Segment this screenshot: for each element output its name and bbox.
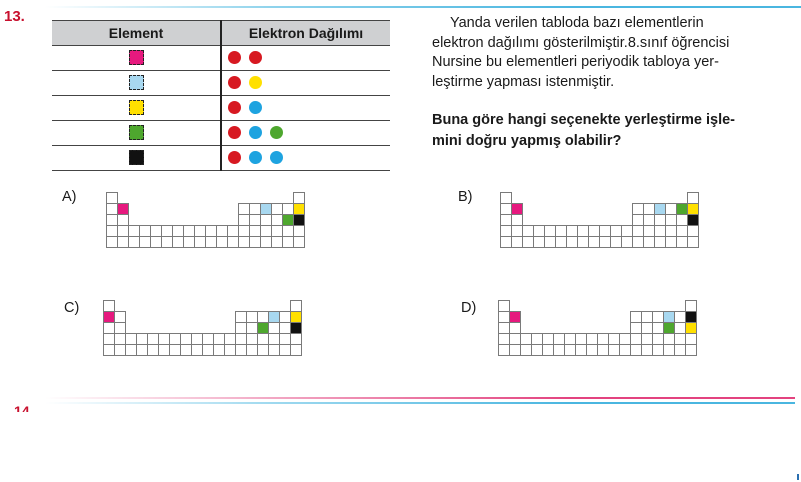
distribution-cell [220,70,390,96]
table-row [52,45,390,71]
table-header-distribution: Elektron Dağılımı [220,20,390,46]
option-d-label[interactable]: D) [461,300,477,316]
option-c-periodic-table[interactable] [103,300,302,356]
distribution-cell [220,95,390,121]
intro-line: leştirme yapması istenmiştir. [432,73,615,90]
electron-dot [228,126,241,140]
electron-dot [249,76,262,90]
element-cell [52,45,221,71]
table-cell [290,344,302,356]
element-swatch [128,100,144,116]
question-text: Buna göre hangi seçenekte yerleştirme iş… [432,110,792,152]
electron-dot [228,101,241,115]
intro-text: Yanda verilen tabloda bazı elementlerin … [432,14,792,92]
table-row [52,120,390,146]
bottom-divider-blue [45,402,795,404]
element-cell [52,145,221,171]
distribution-cell [220,45,390,71]
bottom-divider-pink [45,397,795,399]
intro-line: elektron dağılımı gösterilmiştir.8.sınıf… [432,34,730,51]
element-swatch [128,150,144,166]
electron-dot [249,101,262,115]
element-cell [52,120,221,146]
element-cell [52,95,221,121]
electron-dot [249,151,262,165]
top-divider [45,6,801,8]
question-number: 13. [4,8,25,25]
option-d-periodic-table[interactable] [498,300,697,356]
element-swatch [128,50,144,66]
table-header-element: Element [52,20,221,46]
intro-line: Yanda verilen tabloda bazı elementlerin [450,15,704,31]
question-line: mini doğru yapmış olabilir? [432,133,622,149]
option-b-label[interactable]: B) [458,189,473,205]
next-question-number: 14 [14,404,30,412]
element-swatch [128,75,144,91]
electron-table: Element Elektron Dağılımı [52,20,390,171]
option-a-label[interactable]: A) [62,189,77,205]
electron-dot [249,51,262,65]
table-cell [685,344,697,356]
electron-dot [270,151,283,165]
option-c-label[interactable]: C) [64,300,80,316]
electron-dot [270,126,283,140]
electron-dot [228,151,241,165]
table-cell [687,236,699,248]
element-cell [52,70,221,96]
table-row [52,70,390,96]
electron-dot [228,76,241,90]
question-line: Buna göre hangi seçenekte yerleştirme iş… [432,112,736,128]
electron-dot [228,51,241,65]
distribution-cell [220,120,390,146]
option-a-periodic-table[interactable] [106,192,305,248]
table-row [52,95,390,121]
distribution-cell [220,145,390,171]
table-cell [293,236,305,248]
intro-line: Nursine bu elementleri periyodik tabloya… [432,54,719,70]
page-marker [797,474,799,480]
element-swatch [128,125,144,141]
table-body [52,45,390,171]
option-b-periodic-table[interactable] [500,192,699,248]
table-row [52,145,390,171]
electron-dot [249,126,262,140]
